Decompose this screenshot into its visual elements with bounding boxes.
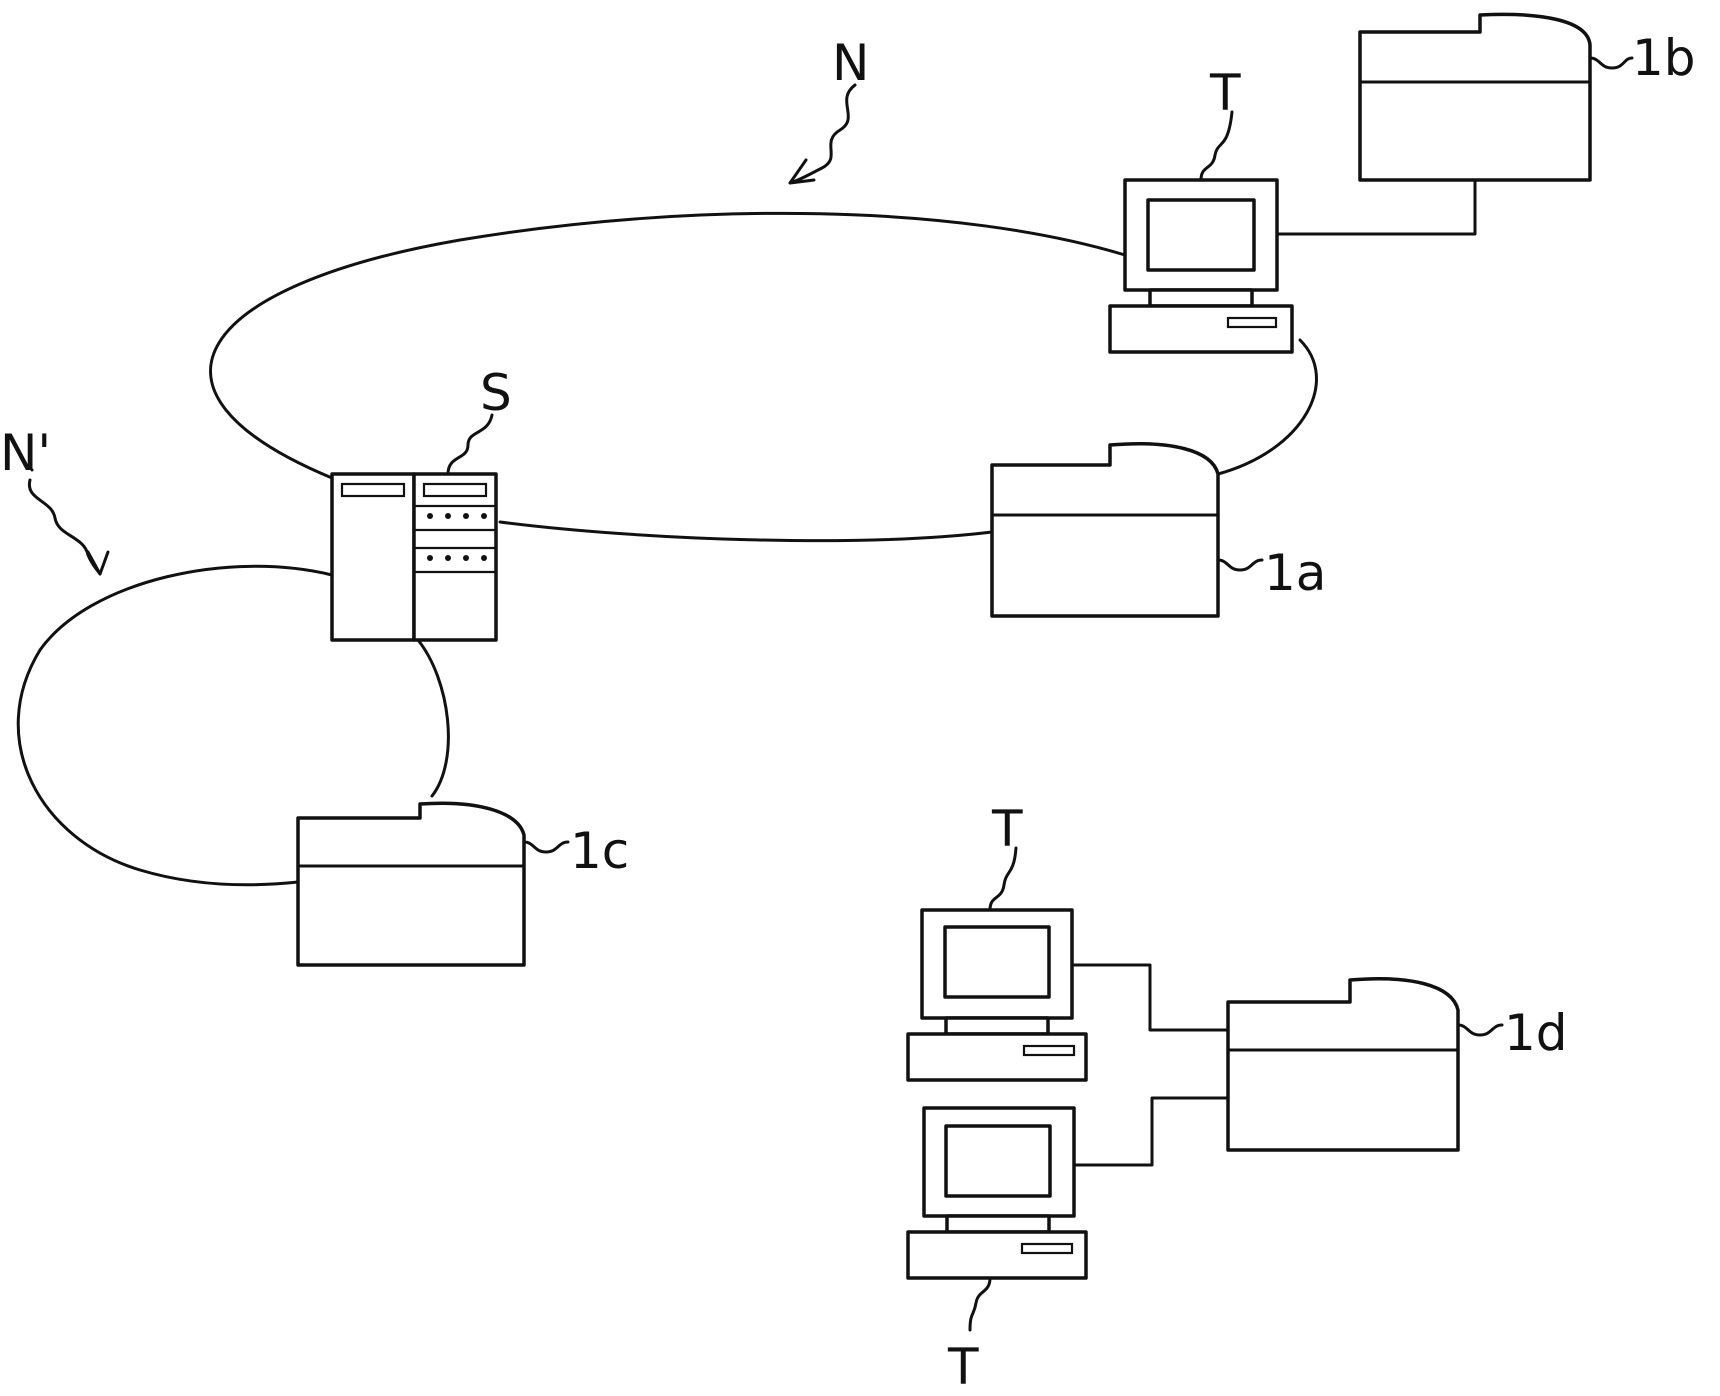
server-left-unit	[332, 474, 414, 640]
device-1c	[298, 803, 524, 965]
device-1d	[1228, 979, 1458, 1150]
device-1a-body	[992, 444, 1218, 616]
terminal-bottom-screen	[946, 1126, 1050, 1196]
leader-1c	[524, 842, 568, 852]
terminal-top-base	[1110, 306, 1292, 352]
label-server: S	[480, 364, 512, 422]
label-device-1c: 1c	[570, 822, 629, 880]
label-network-n-prime: N'	[0, 424, 51, 482]
network-n-loop	[211, 213, 1125, 478]
label-terminal-bottom: T	[947, 1338, 979, 1396]
link-terminal-bottom-1d	[1074, 1098, 1228, 1165]
leader-server	[448, 415, 492, 474]
leader-terminal-top	[1201, 112, 1232, 180]
link-terminal-middle-1d	[1072, 965, 1228, 1030]
device-1b-body	[1360, 14, 1590, 180]
link-terminal-top-1b	[1277, 182, 1475, 234]
device-1d-body	[1228, 979, 1458, 1150]
network-n-arrow	[790, 85, 855, 183]
terminal-top-screen	[1148, 200, 1254, 270]
device-1b	[1360, 14, 1590, 180]
terminal-middle-base	[908, 1034, 1086, 1080]
leader-terminal-bottom	[970, 1278, 990, 1330]
label-device-1d: 1d	[1504, 1004, 1568, 1062]
server	[332, 474, 496, 640]
terminal-top-stand	[1150, 290, 1252, 306]
leader-1a	[1218, 560, 1262, 570]
network-n-link-terminal-1a	[1218, 340, 1316, 474]
label-terminal-middle: T	[991, 800, 1023, 858]
terminal-middle	[908, 910, 1086, 1080]
network-n-prime-arrow	[29, 480, 108, 574]
device-1c-body	[298, 803, 524, 965]
terminal-middle-stand	[946, 1018, 1048, 1034]
terminal-bottom-stand	[947, 1216, 1049, 1232]
label-network-n: N	[832, 34, 869, 92]
terminal-top	[1110, 180, 1292, 352]
leader-1d	[1458, 1025, 1502, 1035]
terminal-bottom-base	[908, 1232, 1086, 1278]
terminal-bottom	[908, 1108, 1086, 1278]
network-n-link-server-1a	[500, 522, 992, 541]
leader-1b	[1590, 58, 1632, 68]
label-device-1a: 1a	[1264, 544, 1326, 602]
label-terminal-top: T	[1209, 64, 1241, 122]
terminal-middle-screen	[945, 927, 1049, 997]
device-1a	[992, 444, 1218, 616]
network-n-prime-loop	[18, 566, 332, 884]
network-n-prime-link-server-1c	[418, 640, 448, 796]
label-device-1b: 1b	[1632, 29, 1696, 87]
